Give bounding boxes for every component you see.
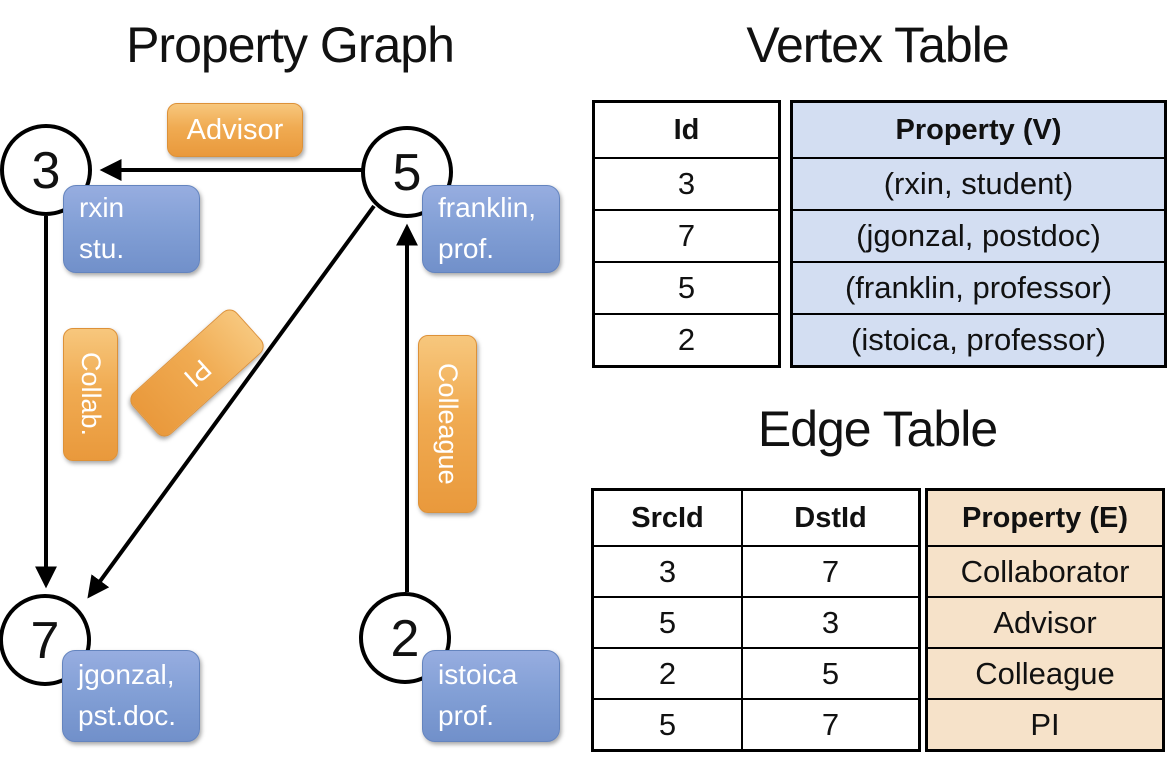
vertex-property-line: istoica xyxy=(438,659,518,691)
vertex-property-line: franklin, xyxy=(438,192,537,224)
vertex-table-id-header: Id xyxy=(673,113,700,146)
vertex-property-box-5: franklin, prof. xyxy=(422,185,560,273)
edge-label-advisor: Advisor xyxy=(167,103,303,157)
table-cell: 3 xyxy=(594,547,743,596)
table-cell: (rxin, student) xyxy=(793,157,1164,209)
table-row: 5 3 xyxy=(594,596,918,647)
edge-table-property-column: Property (E) Collaborator Advisor Collea… xyxy=(925,488,1165,752)
table-row: SrcId DstId xyxy=(594,491,918,545)
vertex-property-line: jgonzal, xyxy=(78,659,175,691)
table-cell: 2 xyxy=(594,649,743,698)
table-cell: 7 xyxy=(821,706,840,742)
vertex-table-property-header: Property (V) xyxy=(793,103,1164,157)
table-row: 2 5 xyxy=(594,647,918,698)
vertex-property-line: pst.doc. xyxy=(78,700,177,731)
edge-table-property-header: Property (E) xyxy=(928,491,1162,545)
edge-table-title: Edge Table xyxy=(757,401,998,457)
vertex-table-title: Vertex Table xyxy=(746,17,1009,73)
table-cell: 5 xyxy=(595,261,778,313)
table-cell: Advisor xyxy=(928,596,1162,647)
vertex-property-line: prof. xyxy=(438,233,495,264)
vertex-table-property-column: Property (V) (rxin, student) (jgonzal, p… xyxy=(790,100,1167,368)
vertex-table-id-column: Id 3 7 5 2 xyxy=(592,100,781,368)
property-graph-drawing: 3 5 7 2 xyxy=(0,124,453,686)
edge-table-srcid-header: SrcId xyxy=(594,491,743,545)
vertex-node-3-id: 3 xyxy=(32,142,61,200)
table-cell: 5 xyxy=(594,598,743,647)
table-cell: Collaborator xyxy=(928,545,1162,596)
edge-5-to-7-arrow xyxy=(87,204,376,599)
vertex-property-box-3: rxin stu. xyxy=(63,185,200,273)
table-cell: Colleague xyxy=(928,647,1162,698)
edge-table-dstid-header: DstId xyxy=(794,501,867,534)
table-cell: 3 xyxy=(821,604,840,640)
table-row: 5 7 xyxy=(594,698,918,749)
vertex-property-box-7: jgonzal, pst.doc. xyxy=(62,650,200,742)
table-cell: 7 xyxy=(595,209,778,261)
table-cell: 3 xyxy=(595,157,778,209)
table-cell: 7 xyxy=(821,553,840,589)
table-row: 3 7 xyxy=(594,545,918,596)
vertex-property-box-2: istoica prof. xyxy=(422,650,560,742)
vertex-node-7-id: 7 xyxy=(31,612,60,670)
vertex-node-2-id: 2 xyxy=(391,610,420,668)
edge-label-collab: Collab. xyxy=(63,328,118,461)
edge-table-id-columns: SrcId DstId 3 7 5 3 2 5 5 7 xyxy=(591,488,921,752)
table-cell: 5 xyxy=(821,655,840,691)
table-cell: (jgonzal, postdoc) xyxy=(793,209,1164,261)
property-graph-title: Property Graph xyxy=(126,17,455,73)
table-cell: (franklin, professor) xyxy=(793,261,1164,313)
vertex-property-line: rxin xyxy=(79,192,125,224)
table-cell: PI xyxy=(928,698,1162,749)
vertex-property-line: stu. xyxy=(79,233,125,264)
edge-label-colleague: Colleague xyxy=(418,335,477,513)
vertex-property-line: prof. xyxy=(438,700,495,731)
table-cell: 5 xyxy=(594,700,743,749)
table-cell: 2 xyxy=(595,313,778,365)
vertex-node-5-id: 5 xyxy=(393,144,422,202)
table-cell: (istoica, professor) xyxy=(793,313,1164,365)
